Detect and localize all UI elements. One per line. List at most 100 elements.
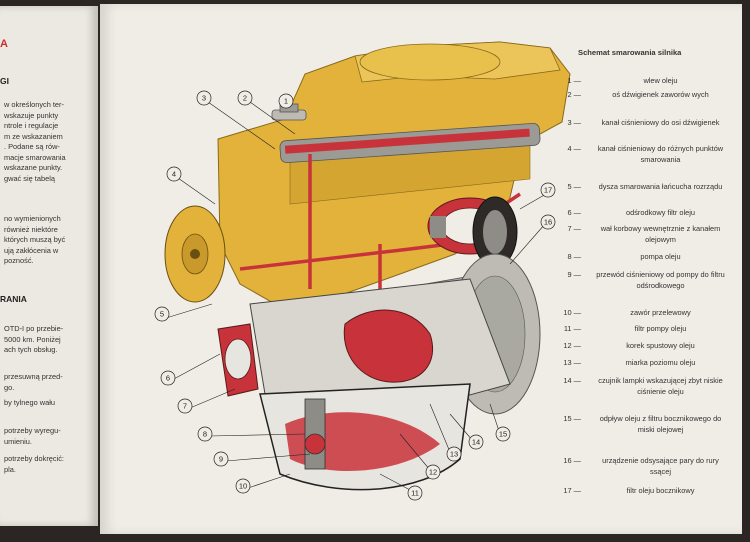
legend-item: 17 — filtr oleju bocznikowy <box>555 486 730 526</box>
legend-item-text: czujnik lampki wskazującej zbyt niskie c… <box>598 376 723 396</box>
left-text-line: go. <box>4 382 15 392</box>
callout-6: 6 <box>160 370 176 386</box>
legend-item-number: 1 — <box>567 76 581 85</box>
legend-item-text: oś dźwigienek zaworów wych <box>612 90 709 99</box>
legend-item-number: 15 — <box>563 414 581 423</box>
callout-circle <box>425 464 441 480</box>
legend-item: 14 — czujnik lampki wskazującej zbyt nisk… <box>555 376 730 416</box>
callout-number: 5 <box>160 310 164 319</box>
legend-item-text: filtr oleju bocznikowy <box>626 486 695 495</box>
legend-item: 15 —odpływ oleju z filtru bocznikowego d… <box>555 414 730 454</box>
left-text-line: by tylnego wału <box>4 398 55 407</box>
legend-item-number: 2 — <box>567 90 581 99</box>
bypass-filter <box>472 196 518 268</box>
callout-circle <box>235 478 251 494</box>
legend-item-number: 7 — <box>567 224 581 233</box>
callout-circle <box>154 306 170 322</box>
legend-item-number: 14 — <box>563 376 581 385</box>
callout-number: 9 <box>219 455 223 464</box>
left-text-line: ntrole i regulacje <box>4 121 59 130</box>
callout-number: 17 <box>544 186 552 195</box>
legend-title: Schemat smarowania silnika <box>578 48 682 57</box>
callout-circle <box>197 426 213 442</box>
left-text-line: pla. <box>4 464 16 474</box>
timing-cover <box>217 323 259 397</box>
callout-circle <box>177 398 193 414</box>
callout-number: 2 <box>243 94 247 103</box>
legend-item-text: filtr pompy oleju <box>634 324 687 333</box>
left-text-line: pozność. <box>4 256 34 265</box>
callout-number: 13 <box>450 450 458 459</box>
left-text-line: gwać się tabelą <box>4 173 55 183</box>
left-text-line: macje smarowania <box>4 152 66 162</box>
callout-number: 11 <box>411 489 419 498</box>
callout-number: 16 <box>544 218 552 227</box>
left-text-line: również niektóre <box>4 224 58 234</box>
callout-circle <box>468 434 484 450</box>
left-text-line: . Podane są rów- <box>4 142 60 151</box>
legend-item-number: 6 — <box>567 208 581 217</box>
left-text-line: wskazuje punkty <box>4 110 59 120</box>
left-text-line: których muszą być <box>4 235 66 244</box>
callout-7: 7 <box>177 398 193 414</box>
oil-pump <box>304 398 326 470</box>
legend-item-text: kanał ciśnieniowy do różnych punktów sma… <box>597 144 724 164</box>
left-heading-2: RANIA <box>0 294 27 304</box>
legend-item-number: 12 — <box>563 341 581 350</box>
callout-circle <box>278 93 294 109</box>
left-text-line: potrzeby dokręcić: <box>4 454 64 463</box>
legend-item-text: zawór przelewowy <box>630 308 691 317</box>
callout-3: 3 <box>196 90 212 106</box>
left-text-line: m ze wskazaniem <box>4 131 63 141</box>
legend-item: 8 — pompa oleju <box>555 252 730 292</box>
legend-item-text: wał korbowy wewnętrznie z kanałem olejow… <box>600 224 721 244</box>
fan-pulley <box>164 205 226 303</box>
callout-circle <box>196 90 212 106</box>
legend-item-number: 17 — <box>563 486 581 495</box>
callout-number: 3 <box>202 94 206 103</box>
callout-5: 5 <box>154 306 170 322</box>
legend-item: 5 —dysza smarowania łańcucha rozrządu <box>555 182 730 222</box>
left-text-line: wskazane punkty. <box>4 163 63 172</box>
callout-number: 14 <box>472 438 480 447</box>
left-text-line: no wymienionych <box>4 214 61 223</box>
callout-circle <box>237 90 253 106</box>
legend-item-number: 11 — <box>563 324 581 333</box>
callout-circle <box>495 426 511 442</box>
callout-circle <box>213 451 229 467</box>
legend-item-number: 4 — <box>567 144 581 153</box>
legend-item-number: 5 — <box>567 182 581 191</box>
legend-item: 12 —korek spustowy oleju <box>555 341 730 381</box>
legend-item: 11 — filtr pompy oleju <box>555 324 730 364</box>
callout-number: 10 <box>239 482 247 491</box>
legend-item-number: 8 — <box>567 252 581 261</box>
legend-item-number: 10 — <box>563 308 581 317</box>
callout-circle <box>446 446 462 462</box>
callout-circle <box>166 166 182 182</box>
callout-number: 7 <box>183 402 187 411</box>
rocker-shaft <box>279 122 541 164</box>
left-text-line: 5000 km. Poniżej <box>4 334 61 344</box>
legend-item-number: 13 — <box>563 358 581 367</box>
legend-item-text: wlew oleju <box>643 76 678 85</box>
callout-16: 16 <box>540 214 556 230</box>
callout-9: 9 <box>213 451 229 467</box>
legend-item: 6 —odśrodkowy filtr oleju <box>555 208 730 248</box>
left-text-line: umieniu. <box>4 436 32 446</box>
callout-circle <box>160 370 176 386</box>
legend-item-text: pompa oleju <box>640 252 681 261</box>
callout-11: 11 <box>407 485 423 501</box>
callout-12: 12 <box>425 464 441 480</box>
legend-item-text: przewód ciśnieniowy od pompy do filtru o… <box>596 270 725 290</box>
callout-circle <box>540 214 556 230</box>
callout-number: 12 <box>429 468 437 477</box>
callouts <box>165 101 547 492</box>
legend-item: 1 — wlew oleju <box>555 76 730 116</box>
callout-13: 13 <box>446 446 462 462</box>
red-mark: A <box>0 38 8 50</box>
left-text-line: ach tych obsług. <box>4 345 58 354</box>
